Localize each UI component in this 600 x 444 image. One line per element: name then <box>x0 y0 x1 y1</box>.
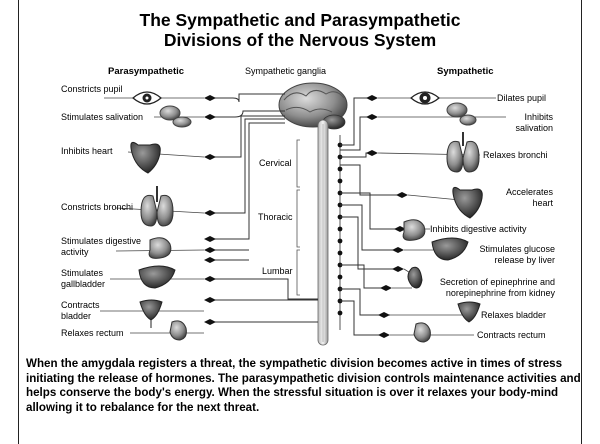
para-label-salivation: Stimulates salivation <box>61 112 143 123</box>
region-brackets <box>297 140 300 295</box>
para-label-gallbladder: Stimulates gallbladder <box>61 268 119 289</box>
spinal-cord <box>318 120 328 345</box>
para-label-bladder: Contracts bladder <box>61 300 107 321</box>
left-organs <box>131 92 191 340</box>
para-label-digestive: Stimulates digestive activity <box>61 236 143 257</box>
eye-icon <box>133 92 161 104</box>
symp-label-rectum: Contracts rectum <box>477 330 546 341</box>
bladder-icon <box>140 300 162 328</box>
symp-label-epinephrine: Secretion of epinephrine and norepinephr… <box>418 277 555 298</box>
region-thoracic: Thoracic <box>258 212 293 222</box>
region-cervical: Cervical <box>259 158 292 168</box>
stomach-icon <box>149 238 171 259</box>
sympathetic-ganglia <box>366 95 408 338</box>
para-label-heart: Inhibits heart <box>61 146 113 157</box>
rectum-icon <box>414 323 430 342</box>
rectum-icon <box>170 321 186 340</box>
liver-icon <box>139 266 175 288</box>
symp-label-heart: Accelerates heart <box>495 187 553 208</box>
lungs-icon <box>447 132 479 172</box>
heart-icon <box>131 142 160 173</box>
symp-label-salivation: Inhibits salivation <box>510 112 553 133</box>
para-label-pupil: Constricts pupil <box>61 84 123 95</box>
salivary-gland-icon <box>447 103 476 125</box>
symp-label-pupil: Dilates pupil <box>497 93 546 104</box>
para-label-bronchi: Constricts bronchi <box>61 202 133 213</box>
heart-icon <box>453 187 482 218</box>
sympathetic-nerves <box>340 98 400 335</box>
symp-label-glucose: Stimulates glucose release by liver <box>460 244 555 265</box>
right-organs <box>403 92 482 342</box>
brain-icon <box>279 83 347 129</box>
symp-label-bronchi: Relaxes bronchi <box>483 150 548 161</box>
eye-icon <box>411 92 439 104</box>
bladder-icon <box>458 302 480 322</box>
salivary-gland-icon <box>160 106 191 127</box>
parasympathetic-ganglia <box>204 95 216 325</box>
symp-label-bladder: Relaxes bladder <box>481 310 546 321</box>
para-label-rectum: Relaxes rectum <box>61 328 124 339</box>
sympathetic-leaders <box>378 98 506 335</box>
lungs-icon <box>141 186 173 226</box>
parasympathetic-nerves <box>213 94 318 322</box>
symp-label-digestive: Inhibits digestive activity <box>430 224 527 235</box>
caption-text: When the amygdala registers a threat, th… <box>26 357 586 415</box>
region-lumbar: Lumbar <box>262 266 293 276</box>
stomach-icon <box>403 220 425 241</box>
